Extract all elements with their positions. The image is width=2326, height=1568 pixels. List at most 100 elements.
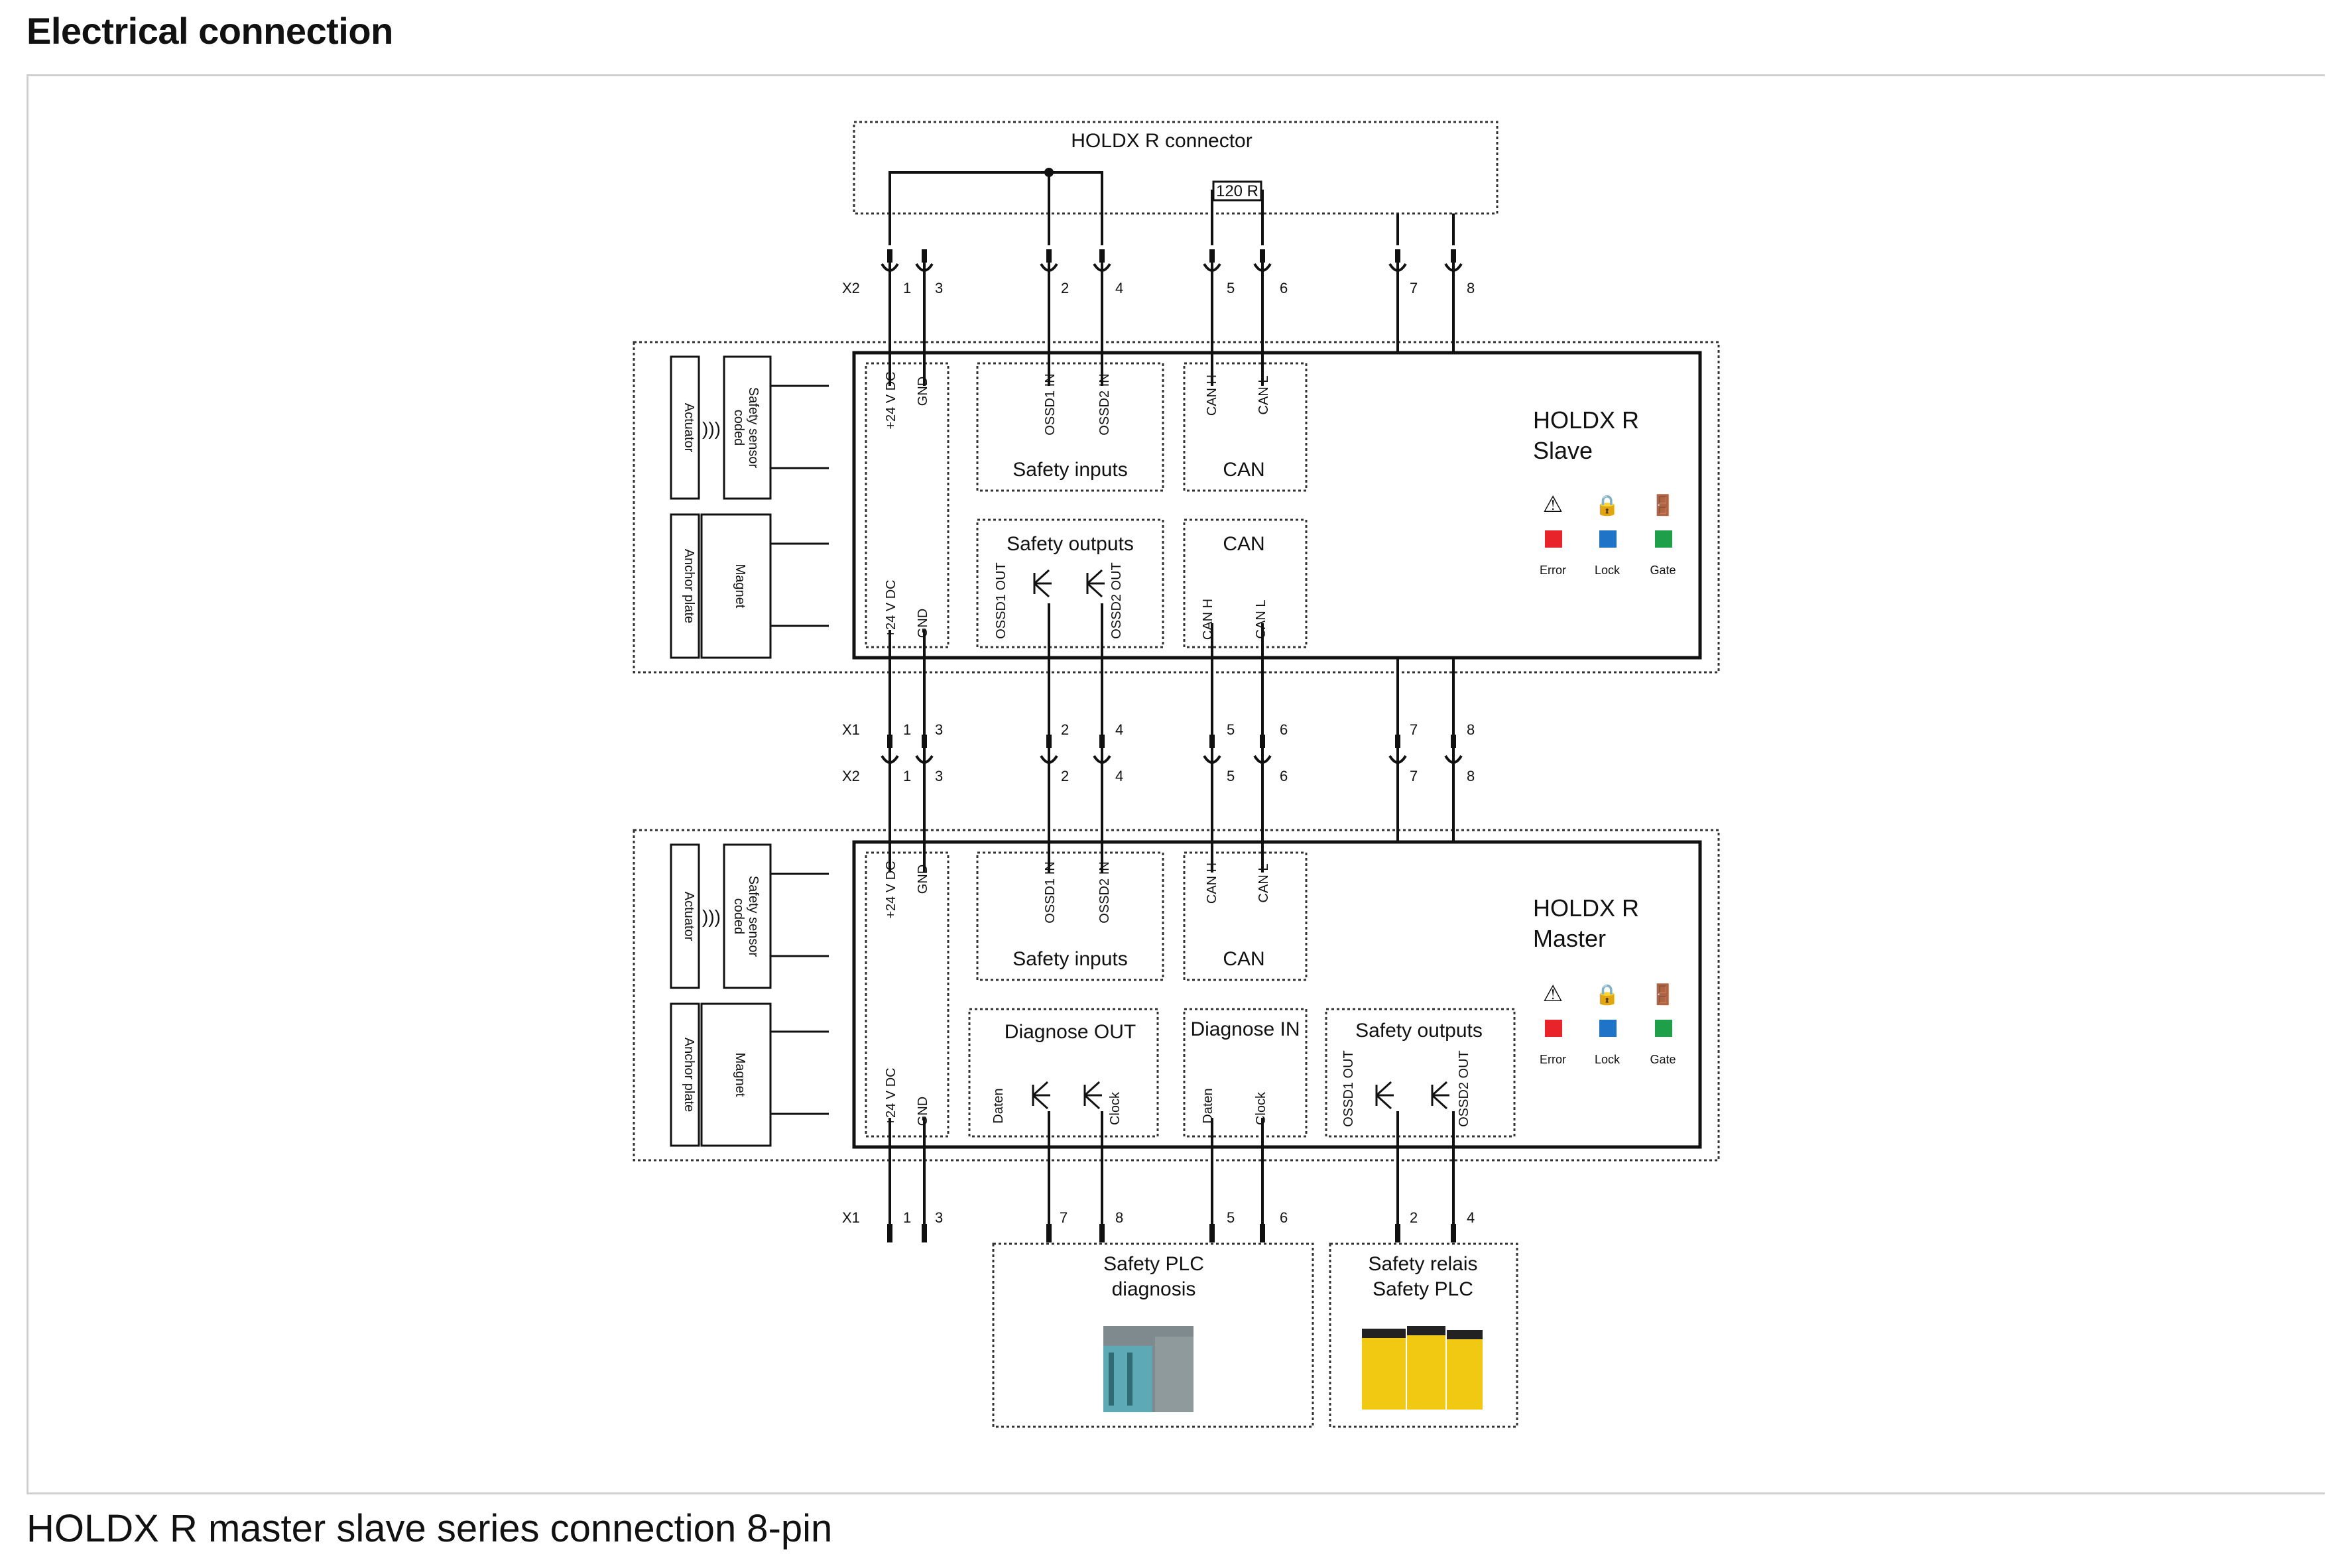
master-supply-gnd: GND bbox=[916, 865, 930, 894]
master-ossd1-in: OSSD1 IN bbox=[1043, 861, 1058, 923]
slave-sensor bbox=[723, 355, 772, 500]
svg-text:2: 2 bbox=[1061, 768, 1069, 784]
master-can-top-title: CAN bbox=[1223, 948, 1264, 970]
master-can-l: CAN L bbox=[1256, 864, 1271, 903]
svg-text:2: 2 bbox=[1410, 1209, 1418, 1226]
master-safety-outputs-box bbox=[1325, 1008, 1516, 1138]
svg-text:4: 4 bbox=[1115, 768, 1123, 784]
error-led bbox=[1545, 530, 1562, 548]
svg-text:8: 8 bbox=[1467, 280, 1475, 296]
slave-name-2: Slave bbox=[1533, 437, 1593, 464]
plc-diagnosis-label-2: diagnosis bbox=[1112, 1278, 1196, 1300]
x2-mid-plugs bbox=[881, 754, 1463, 764]
master-diagnose-in-box bbox=[1183, 1008, 1308, 1138]
master-diag-out-clock: Clock bbox=[1108, 1091, 1123, 1125]
slave-ossd1-out: OSSD1 OUT bbox=[994, 562, 1009, 639]
junction-dot bbox=[1044, 168, 1054, 177]
svg-text:8: 8 bbox=[1467, 721, 1475, 738]
gate-label: Gate bbox=[1650, 1053, 1676, 1066]
wires bbox=[888, 252, 1455, 1242]
connector-title: HOLDX R connector bbox=[1071, 130, 1252, 152]
connector-box bbox=[853, 121, 1499, 215]
slave-actuator bbox=[670, 355, 700, 500]
slave-ossd1-in: OSSD1 IN bbox=[1043, 373, 1058, 435]
svg-text:7: 7 bbox=[1410, 768, 1418, 784]
x2-top-plugs bbox=[881, 263, 1463, 272]
master-can-h: CAN H bbox=[1205, 863, 1219, 904]
lock-icon: 🔒 bbox=[1595, 984, 1619, 1006]
slave-safety-outputs-title: Safety outputs bbox=[1007, 533, 1134, 555]
svg-text:2: 2 bbox=[1061, 721, 1069, 738]
svg-text:7: 7 bbox=[1060, 1209, 1068, 1226]
slave-supply-24v-b: +24 V DC bbox=[884, 579, 898, 637]
slave-sensor-label-2: coded bbox=[731, 410, 746, 446]
master-diagnose-in-title: Diagnose IN bbox=[1190, 1018, 1300, 1040]
lock-led bbox=[1599, 530, 1617, 548]
svg-text:2: 2 bbox=[1061, 280, 1069, 296]
x2-top-pin-numbers: 1 3 2 4 5 6 7 8 bbox=[903, 280, 1475, 296]
x1-mid-pin-numbers: 1 3 2 4 5 6 7 8 bbox=[903, 721, 1475, 738]
slave-supply-24v: +24 V DC bbox=[884, 371, 898, 429]
x2-mid-pin-numbers: 1 3 2 4 5 6 7 8 bbox=[903, 768, 1475, 784]
master-safety-inputs-title: Safety inputs bbox=[1012, 948, 1127, 970]
slave-can-bottom-box bbox=[1183, 518, 1308, 648]
svg-text:3: 3 bbox=[935, 721, 943, 738]
master-name-1: HOLDX R bbox=[1533, 894, 1639, 922]
door-icon: 🚪 bbox=[1650, 983, 1675, 1006]
master-supply-24v: +24 V DC bbox=[884, 861, 898, 918]
slave-housing bbox=[633, 341, 1720, 674]
slave-actuator-label: Actuator bbox=[682, 403, 696, 453]
slave-anchor-plate bbox=[670, 513, 700, 659]
master-sensor bbox=[723, 843, 772, 989]
slave-can-l-b: CAN L bbox=[1254, 600, 1268, 639]
lock-led bbox=[1599, 1020, 1617, 1037]
master-can-top-box bbox=[1183, 851, 1308, 981]
slave-magnet bbox=[700, 513, 772, 659]
page-title: Electrical connection bbox=[27, 10, 393, 52]
svg-text:8: 8 bbox=[1115, 1209, 1123, 1226]
x1-mid-pins bbox=[887, 735, 1456, 748]
warning-icon: ⚠ bbox=[1543, 981, 1563, 1006]
master-magnet-label: Magnet bbox=[733, 1053, 747, 1097]
master-diag-in-clock: Clock bbox=[1254, 1091, 1268, 1125]
svg-text:4: 4 bbox=[1115, 280, 1123, 296]
figure-caption: HOLDX R master slave series connection 8… bbox=[27, 1507, 833, 1550]
master-magnet bbox=[700, 1002, 772, 1147]
svg-text:5: 5 bbox=[1227, 1209, 1235, 1226]
master-diag-out-daten: Daten bbox=[991, 1088, 1006, 1123]
svg-text:6: 6 bbox=[1280, 721, 1288, 738]
master-housing bbox=[633, 829, 1720, 1162]
slave-anchor-label: Anchor plate bbox=[682, 549, 696, 623]
slave-ossd2-out: OSSD2 OUT bbox=[1109, 562, 1124, 639]
slave-can-bottom-title: CAN bbox=[1223, 533, 1264, 555]
svg-text:5: 5 bbox=[1227, 721, 1235, 738]
slave-can-l: CAN L bbox=[1256, 376, 1271, 415]
door-icon: 🚪 bbox=[1650, 493, 1675, 516]
diagram-frame bbox=[27, 74, 2325, 1494]
svg-text:6: 6 bbox=[1280, 280, 1288, 296]
master-actuator bbox=[670, 843, 700, 989]
x2-top-pins bbox=[887, 249, 1456, 263]
svg-text:1: 1 bbox=[903, 280, 911, 296]
master-ossd2-out: OSSD2 OUT bbox=[1457, 1050, 1471, 1127]
svg-text:6: 6 bbox=[1280, 768, 1288, 784]
master-diagnose-out-box bbox=[968, 1008, 1159, 1138]
resistor bbox=[1212, 180, 1262, 202]
plc-diagnosis-box bbox=[992, 1242, 1314, 1428]
error-led bbox=[1545, 1020, 1562, 1037]
slave-magnet-label: Magnet bbox=[733, 564, 747, 609]
svg-text:4: 4 bbox=[1467, 1209, 1475, 1226]
slave-device bbox=[852, 351, 1702, 660]
svg-text:3: 3 bbox=[935, 768, 943, 784]
slave-transistors bbox=[1033, 569, 1105, 598]
plc-diagnosis-label-1: Safety PLC bbox=[1103, 1253, 1204, 1275]
safety-relay-label-1: Safety relais bbox=[1368, 1253, 1477, 1275]
svg-text:8: 8 bbox=[1467, 768, 1475, 784]
safety-relay-box bbox=[1329, 1242, 1518, 1428]
x1-bottom-pins bbox=[887, 1224, 1456, 1242]
slave-status-leds: ⚠ 🔒 🚪 Error Lock Gate bbox=[1540, 492, 1676, 577]
master-supply-24v-b: +24 V DC bbox=[884, 1067, 898, 1125]
master-wireless-icon: ))) bbox=[702, 906, 721, 927]
master-supply-box bbox=[865, 851, 949, 1138]
